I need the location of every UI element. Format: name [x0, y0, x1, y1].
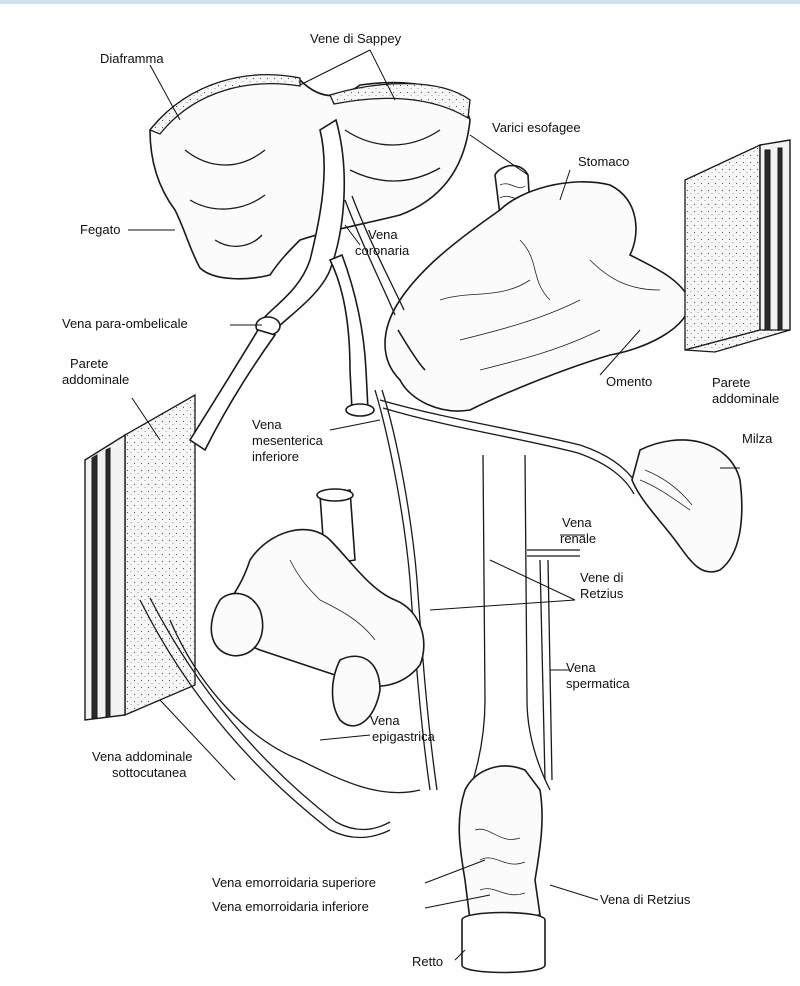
- label-retto: Retto: [412, 954, 443, 969]
- label-stomaco: Stomaco: [578, 154, 629, 169]
- spleen: [632, 440, 742, 572]
- label-fegato: Fegato: [80, 222, 120, 237]
- label-emorroidaria-sup: Vena emorroidaria superiore: [212, 875, 376, 890]
- label-renale-1: Vena: [562, 515, 592, 530]
- inferior-vena-cava: [470, 455, 580, 790]
- abdominal-wall-left: [85, 395, 195, 720]
- label-vena-para-ombelicale: Vena para-ombelicale: [62, 316, 188, 331]
- label-retzius-1: Vene di: [580, 570, 623, 585]
- rectum: [459, 766, 545, 972]
- label-sottocutanea-1: Vena addominale: [92, 749, 192, 764]
- label-renale-2: renale: [560, 531, 596, 546]
- label-mesenterica-2: mesenterica: [252, 433, 324, 448]
- label-epigastrica-2: epigastrica: [372, 729, 436, 744]
- label-milza: Milza: [742, 431, 773, 446]
- label-parete-sx-2: addominale: [62, 372, 129, 387]
- intestine: [211, 489, 424, 726]
- label-retzius-2: Retzius: [580, 586, 624, 601]
- label-vene-sappey: Vene di Sappey: [310, 31, 402, 46]
- liver: [150, 77, 470, 279]
- label-vena-retzius: Vena di Retzius: [600, 892, 691, 907]
- label-omento: Omento: [606, 374, 652, 389]
- label-mesenterica-3: inferiore: [252, 449, 299, 464]
- label-diaframma: Diaframma: [100, 51, 164, 66]
- label-parete-dx-2: addominale: [712, 391, 779, 406]
- label-epigastrica-1: Vena: [370, 713, 400, 728]
- label-spermatica-2: spermatica: [566, 676, 630, 691]
- label-sottocutanea-2: sottocutanea: [112, 765, 187, 780]
- label-parete-dx-1: Parete: [712, 375, 750, 390]
- splenic-vein: [380, 400, 640, 494]
- label-vena-coronaria-2: coronaria: [355, 243, 410, 258]
- label-mesenterica-1: Vena: [252, 417, 282, 432]
- label-spermatica-1: Vena: [566, 660, 596, 675]
- label-parete-sx-1: Parete: [70, 356, 108, 371]
- label-vena-coronaria-1: Vena: [368, 227, 398, 242]
- label-emorroidaria-inf: Vena emorroidaria inferiore: [212, 899, 369, 914]
- abdominal-wall-right: [685, 140, 790, 352]
- label-varici-esofagee: Varici esofagee: [492, 120, 581, 135]
